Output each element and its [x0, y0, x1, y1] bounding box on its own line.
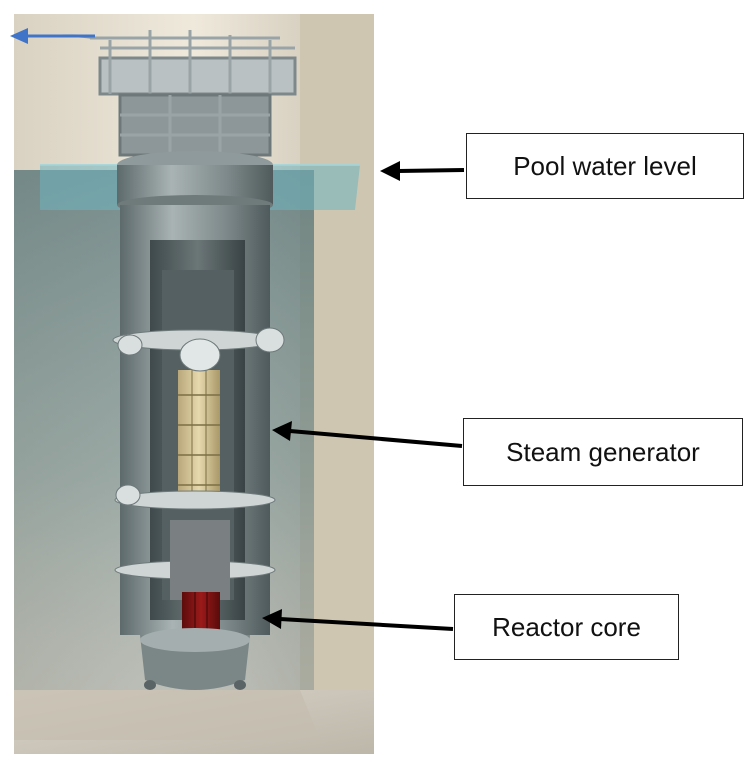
steam-generator-tubes: [178, 370, 220, 500]
reactor-core-label: Reactor core: [454, 594, 679, 660]
steam-generator-text: Steam generator: [506, 436, 700, 467]
arrow-left-icon: [262, 609, 454, 631]
reactor-vessel: [112, 151, 285, 690]
arrow-left-icon: [380, 161, 465, 181]
pool-water-level-text: Pool water level: [513, 150, 697, 181]
arrow-left-blue-icon: [10, 28, 95, 44]
steam-generator-label: Steam generator: [463, 418, 743, 486]
reactor-core-text: Reactor core: [492, 611, 641, 642]
arrow-left-icon: [272, 421, 463, 448]
pool-water-level-label: Pool water level: [466, 133, 744, 199]
